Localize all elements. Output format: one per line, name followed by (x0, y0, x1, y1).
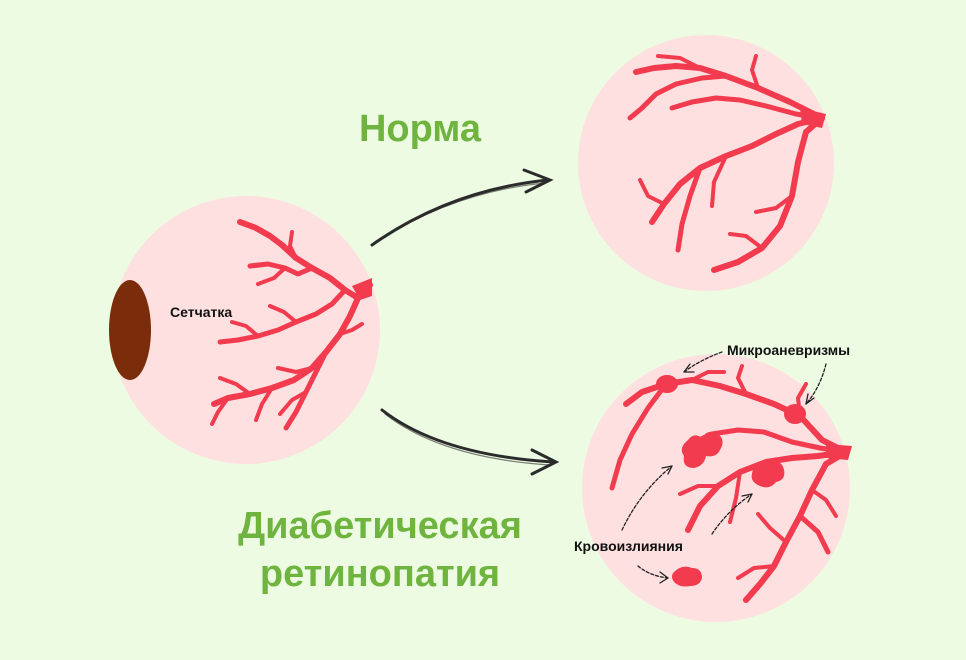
arrows (370, 168, 560, 476)
microaneurysm (784, 404, 806, 424)
microaneurysms (656, 375, 806, 424)
pupil (109, 280, 151, 380)
retina-diabetic (582, 351, 852, 622)
title-diabetic-retinopathy: Диабетическая ретинопатия (200, 502, 560, 598)
arrow-to-normal (370, 178, 550, 247)
title-normal: Норма (358, 108, 482, 150)
hemorrhages (672, 431, 785, 587)
retina-vessels (210, 219, 373, 431)
annotation-arrows (621, 351, 827, 584)
optic-disc-normal (800, 108, 826, 128)
eye-side-view (109, 196, 380, 464)
hemorrhage (751, 460, 785, 488)
title-diabetic-line1: Диабетическая (238, 505, 522, 547)
arrow-to-diabetic (380, 408, 555, 464)
label-retina: Сетчатка (170, 304, 233, 320)
retina-normal (578, 35, 834, 291)
label-hemorrhages: Кровоизлияния (574, 538, 683, 554)
eyeball (112, 196, 380, 464)
optic-disc (352, 278, 372, 300)
title-diabetic-line2: ретинопатия (259, 553, 501, 595)
label-microaneurysms: Микроаневризмы (727, 342, 851, 358)
hemorrhage (672, 566, 702, 587)
optic-disc-diabetic (826, 444, 852, 460)
hemorrhage (681, 431, 723, 468)
microaneurysm (656, 375, 678, 393)
